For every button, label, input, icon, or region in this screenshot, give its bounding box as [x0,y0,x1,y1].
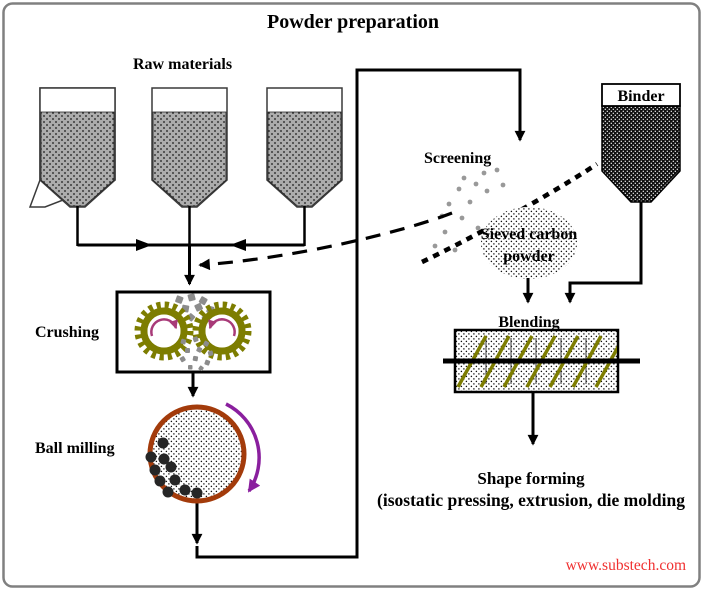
ball-mill [145,402,261,504]
gear-rotation-arrow-right [208,318,236,337]
binder-to-blender-arrow [564,202,643,304]
collector-line [77,239,305,286]
blender [443,328,640,394]
raw-material-hoppers [28,87,343,246]
watermark-link[interactable]: www.substech.com [566,557,686,574]
diagram-title: Powder preparation [267,11,439,33]
shape-forming-label-line2: (isostatic pressing, extrusion, die mold… [377,490,685,510]
sieved-carbon-label-line2: powder [503,248,555,265]
carbon-powder-cloud: Sieved carbon powder [481,207,578,279]
arrowhead-left [230,239,246,251]
hopper-3 [266,87,343,246]
binder-label: Binder [617,88,664,105]
flow-lines [191,68,526,559]
crusher-gear-right [192,301,252,361]
shape-forming-label-line1: Shape forming [477,469,585,488]
ball-milling-label: Ball milling [35,440,115,457]
sieved-carbon-label-line1: Sieved carbon [481,226,578,243]
crushing-box [115,290,272,374]
crusher-gear-left [134,301,194,361]
crushed-particles [179,336,214,372]
screening-label: Screening [424,150,491,167]
arrowhead-right [136,239,152,251]
mill-rotation-arrow [225,402,261,493]
hopper-2 [151,87,228,246]
mill-balls [145,437,203,499]
loop-to-screening [195,68,526,559]
crushing-label: Crushing [35,324,99,341]
binder-hopper: Binder [601,83,681,203]
raw-materials-label: Raw materials [133,56,232,73]
blending-label: Blending [498,314,559,331]
sieve-dotted-line [421,162,599,265]
gear-rotation-arrow-left [150,318,178,337]
hopper-1 [28,87,116,246]
